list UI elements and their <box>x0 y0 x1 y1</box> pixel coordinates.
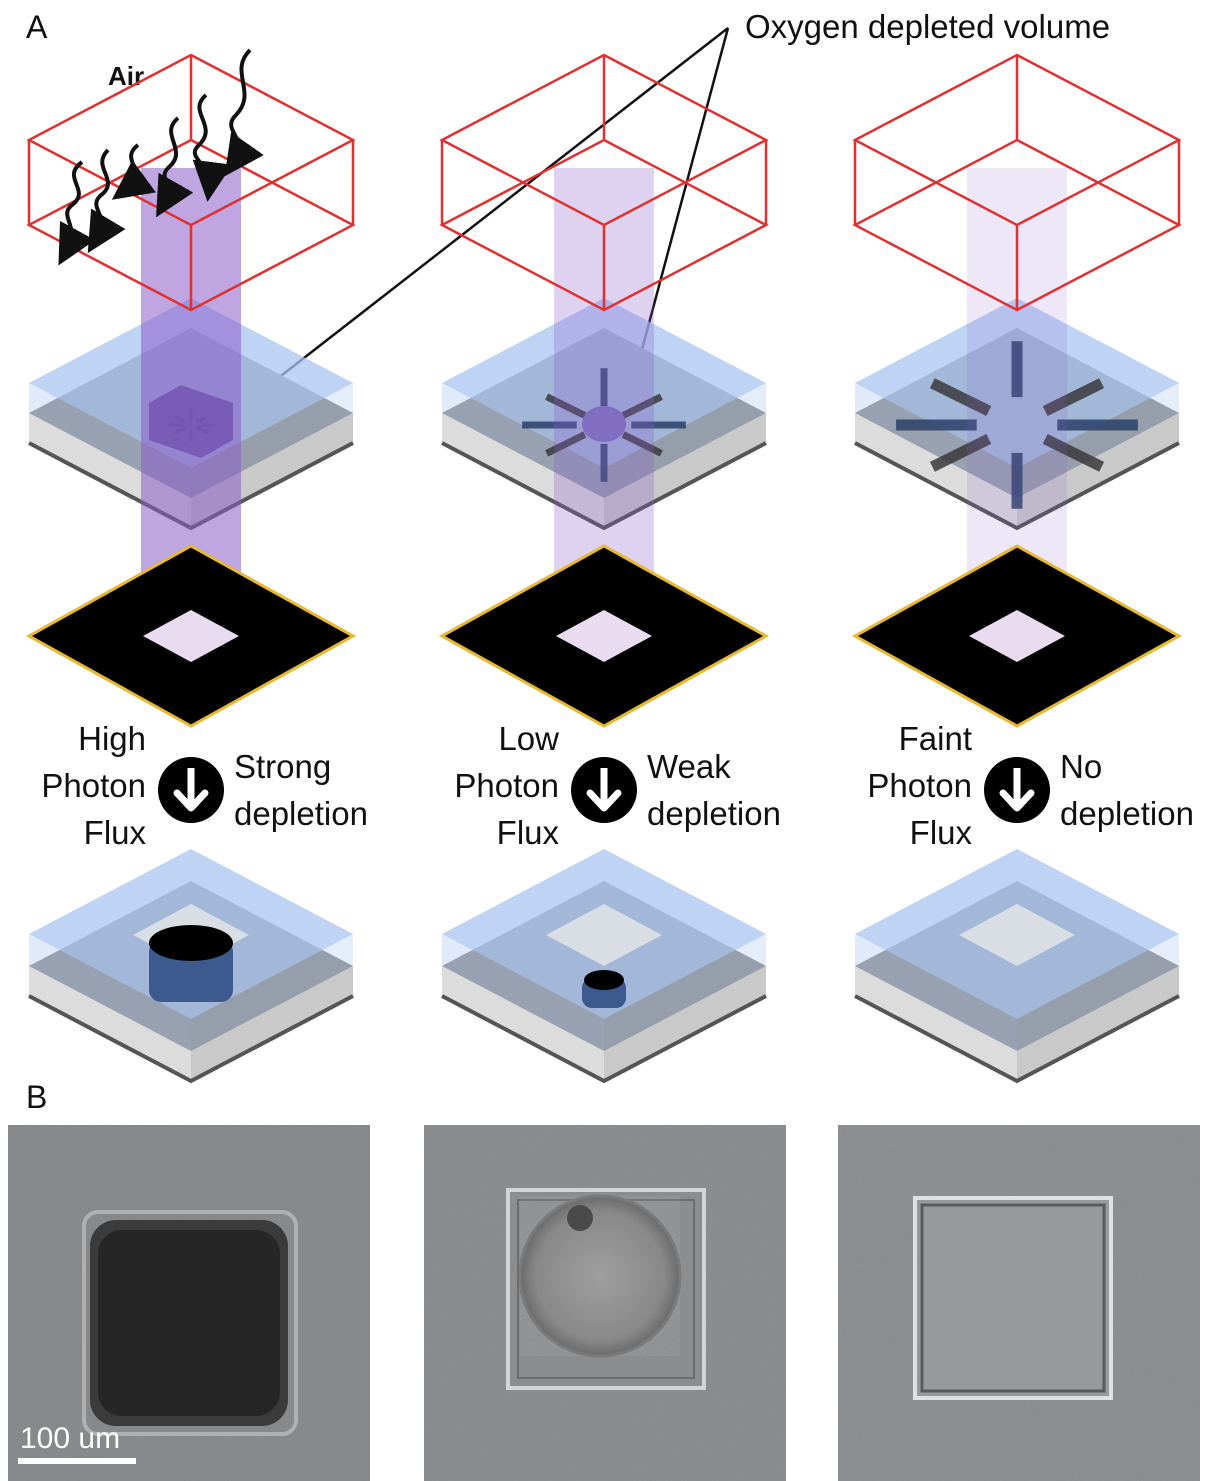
result-substrate-right-face <box>191 966 353 1081</box>
result-label-line: Strong <box>234 748 331 785</box>
diagram-columns: HighPhotonFluxStrongdepletionLowPhotonFl… <box>25 53 1194 1084</box>
micrograph-faint-flux <box>838 1125 1200 1481</box>
resin-layer-left-face <box>442 383 604 498</box>
substrate-right-face <box>604 413 766 528</box>
inflow-arrow-icon <box>929 378 992 416</box>
result-resin-left-face <box>442 934 604 1051</box>
resin-layer-left-face <box>855 383 1017 498</box>
flux-label-line: Photon <box>41 767 146 804</box>
result-substrate-right-face <box>1017 966 1179 1081</box>
panel-b-label: B <box>26 1079 47 1115</box>
flux-label-line: Flux <box>910 814 973 851</box>
micrograph-high-flux <box>8 1125 370 1481</box>
micrograph-low-flux <box>424 1125 786 1481</box>
result-resin-left-face <box>855 934 1017 1051</box>
micrograph-row: 100 um <box>8 1125 1200 1481</box>
air-flow-arrow-icon <box>58 48 264 266</box>
flux-label-line: Faint <box>899 720 972 757</box>
flux-label-line: Flux <box>497 814 560 851</box>
mask-aperture <box>969 610 1065 662</box>
polymer-top <box>584 970 624 990</box>
result-resin-right-face <box>604 934 766 1051</box>
down-arrow-head <box>173 789 209 812</box>
flux-label-line: Photon <box>454 767 559 804</box>
down-arrow-head <box>999 789 1035 812</box>
result-label-line: depletion <box>647 795 781 832</box>
result-label-line: depletion <box>234 795 368 832</box>
polymer-top <box>149 925 233 961</box>
result-substrate-base-edge <box>441 994 767 1084</box>
inflow-arrow-icon <box>545 431 587 457</box>
result-substrate-left-face <box>29 966 191 1081</box>
result-label-line: Weak <box>647 748 731 785</box>
result-resin-left-face <box>29 934 191 1051</box>
inflow-arrow-icon <box>929 434 992 472</box>
flux-label-line: Photon <box>867 767 972 804</box>
flux-label-line: Flux <box>84 814 147 851</box>
depleted-volume <box>582 406 626 442</box>
result-label-line: No <box>1060 748 1102 785</box>
inflow-arrow-icon <box>545 393 587 419</box>
callout-label: Oxygen depleted volume <box>745 8 1110 45</box>
scale-bar <box>18 1458 136 1464</box>
air-label: Air <box>108 61 144 91</box>
substrate-base-edge <box>441 441 767 531</box>
inflow-arrow-icon <box>621 393 663 419</box>
result-substrate-right-face <box>604 966 766 1081</box>
panel-a-label: A <box>26 9 48 45</box>
mask-aperture <box>556 610 652 662</box>
resin-layer-right-face <box>604 383 766 498</box>
inflow-arrow-icon <box>621 431 663 457</box>
flux-label-line: High <box>78 720 146 757</box>
result-label-line: depletion <box>1060 795 1194 832</box>
down-arrow-head <box>586 789 622 812</box>
flux-label-line: Low <box>498 720 559 757</box>
down-arrow-circle-icon <box>158 757 224 823</box>
scale-bar-label: 100 um <box>20 1422 120 1455</box>
substrate-base-edge <box>854 441 1180 531</box>
result-substrate-base-edge <box>28 994 354 1084</box>
substrate-left-face <box>442 413 604 528</box>
inflow-arrow-icon <box>1042 378 1105 416</box>
inflow-arrow-icon <box>1042 434 1105 472</box>
resin-layer-right-face <box>1017 383 1179 498</box>
result-substrate-base-edge <box>854 994 1180 1084</box>
result-substrate-left-face <box>442 966 604 1081</box>
result-well <box>959 904 1075 966</box>
down-arrow-circle-icon <box>984 757 1050 823</box>
mask-aperture <box>143 610 239 662</box>
result-well <box>546 904 662 966</box>
down-arrow-circle-icon <box>571 757 637 823</box>
result-resin-right-face <box>191 934 353 1051</box>
result-substrate-left-face <box>855 966 1017 1081</box>
result-resin-right-face <box>1017 934 1179 1051</box>
